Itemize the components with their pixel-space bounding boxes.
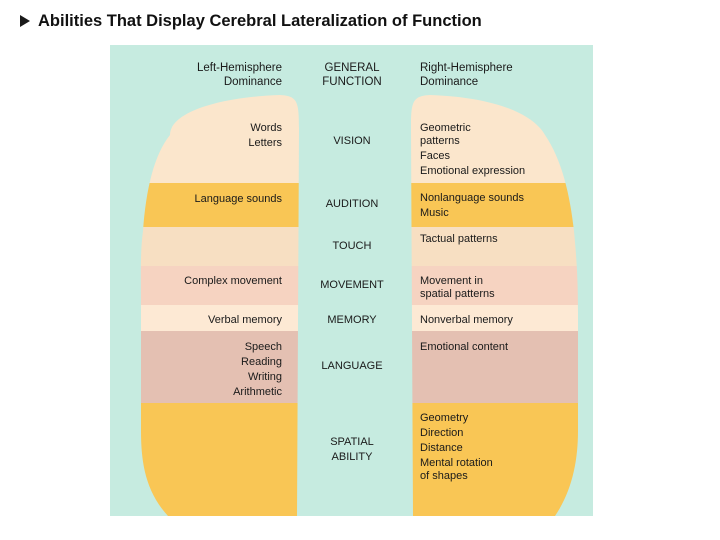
function-label-language: LANGUAGE — [321, 360, 383, 372]
left-item-language: Reading — [241, 356, 282, 368]
right-item-vision: Faces — [420, 150, 450, 162]
right-item-movement: spatial patterns — [420, 288, 495, 300]
right-item-spatial-ability: Mental rotation — [420, 457, 493, 469]
right-item-vision: Geometric — [420, 122, 471, 134]
left-item-language: Writing — [247, 371, 282, 383]
right-item-movement: Movement in — [420, 275, 483, 287]
left-band-memory — [140, 305, 300, 331]
left-hemisphere-header: Left-Hemisphere Dominance — [196, 62, 282, 88]
left-item-language: Arithmetic — [233, 386, 282, 398]
right-band-memory — [411, 305, 578, 331]
left-item-movement: Complex movement — [184, 275, 282, 287]
function-label-memory: MEMORY — [327, 314, 377, 326]
right-item-audition: Music — [420, 207, 449, 219]
page-title: Abilities That Display Cerebral Laterali… — [38, 11, 482, 30]
right-band-language — [411, 331, 578, 403]
right-hemisphere-header: Right-Hemisphere Dominance — [420, 62, 513, 88]
diagram-panel: Left-Hemisphere Dominance GENERAL FUNCTI… — [110, 45, 593, 516]
right-item-audition: Nonlanguage sounds — [420, 192, 524, 204]
left-band-touch — [140, 227, 300, 266]
right-band-audition — [411, 183, 578, 227]
right-item-spatial-ability: Direction — [420, 427, 464, 439]
right-item-language: Emotional content — [420, 341, 509, 353]
general-function-header: GENERAL FUNCTION — [322, 62, 382, 88]
right-hemisphere — [411, 95, 578, 516]
function-label-audition: AUDITION — [325, 198, 379, 210]
left-band-spatial-ability — [140, 403, 300, 516]
left-item-language: Speech — [244, 341, 282, 353]
right-band-spatial-ability — [411, 403, 578, 516]
left-item-vision: Words — [250, 122, 282, 134]
left-band-movement — [140, 266, 300, 305]
left-band-audition — [140, 183, 300, 227]
right-item-spatial-ability: of shapes — [420, 470, 468, 482]
function-label-movement: MOVEMENT — [320, 279, 384, 291]
function-label-spatial-ability: SPATIAL ABILITY — [330, 436, 374, 463]
left-hemisphere — [140, 95, 300, 516]
left-band-vision — [140, 95, 300, 183]
title-arrow-icon — [20, 15, 30, 27]
function-label-touch: TOUCH — [332, 240, 372, 252]
right-band-movement — [411, 266, 578, 305]
right-item-memory: Nonverbal memory — [420, 314, 513, 326]
left-item-vision: Letters — [248, 137, 282, 149]
left-item-memory: Verbal memory — [208, 314, 282, 326]
right-band-touch — [411, 227, 578, 266]
right-item-spatial-ability: Distance — [420, 442, 463, 454]
right-item-vision: Emotional expression — [420, 165, 526, 177]
left-item-audition: Language sounds — [194, 193, 282, 205]
right-item-spatial-ability: Geometry — [420, 412, 469, 424]
brain-hemispheres-diagram — [140, 95, 578, 516]
title-row: Abilities That Display Cerebral Laterali… — [20, 9, 482, 33]
right-item-vision: patterns — [420, 135, 460, 147]
right-item-touch: Tactual patterns — [420, 233, 498, 245]
left-band-language — [140, 331, 300, 403]
function-label-vision: VISION — [333, 135, 371, 147]
